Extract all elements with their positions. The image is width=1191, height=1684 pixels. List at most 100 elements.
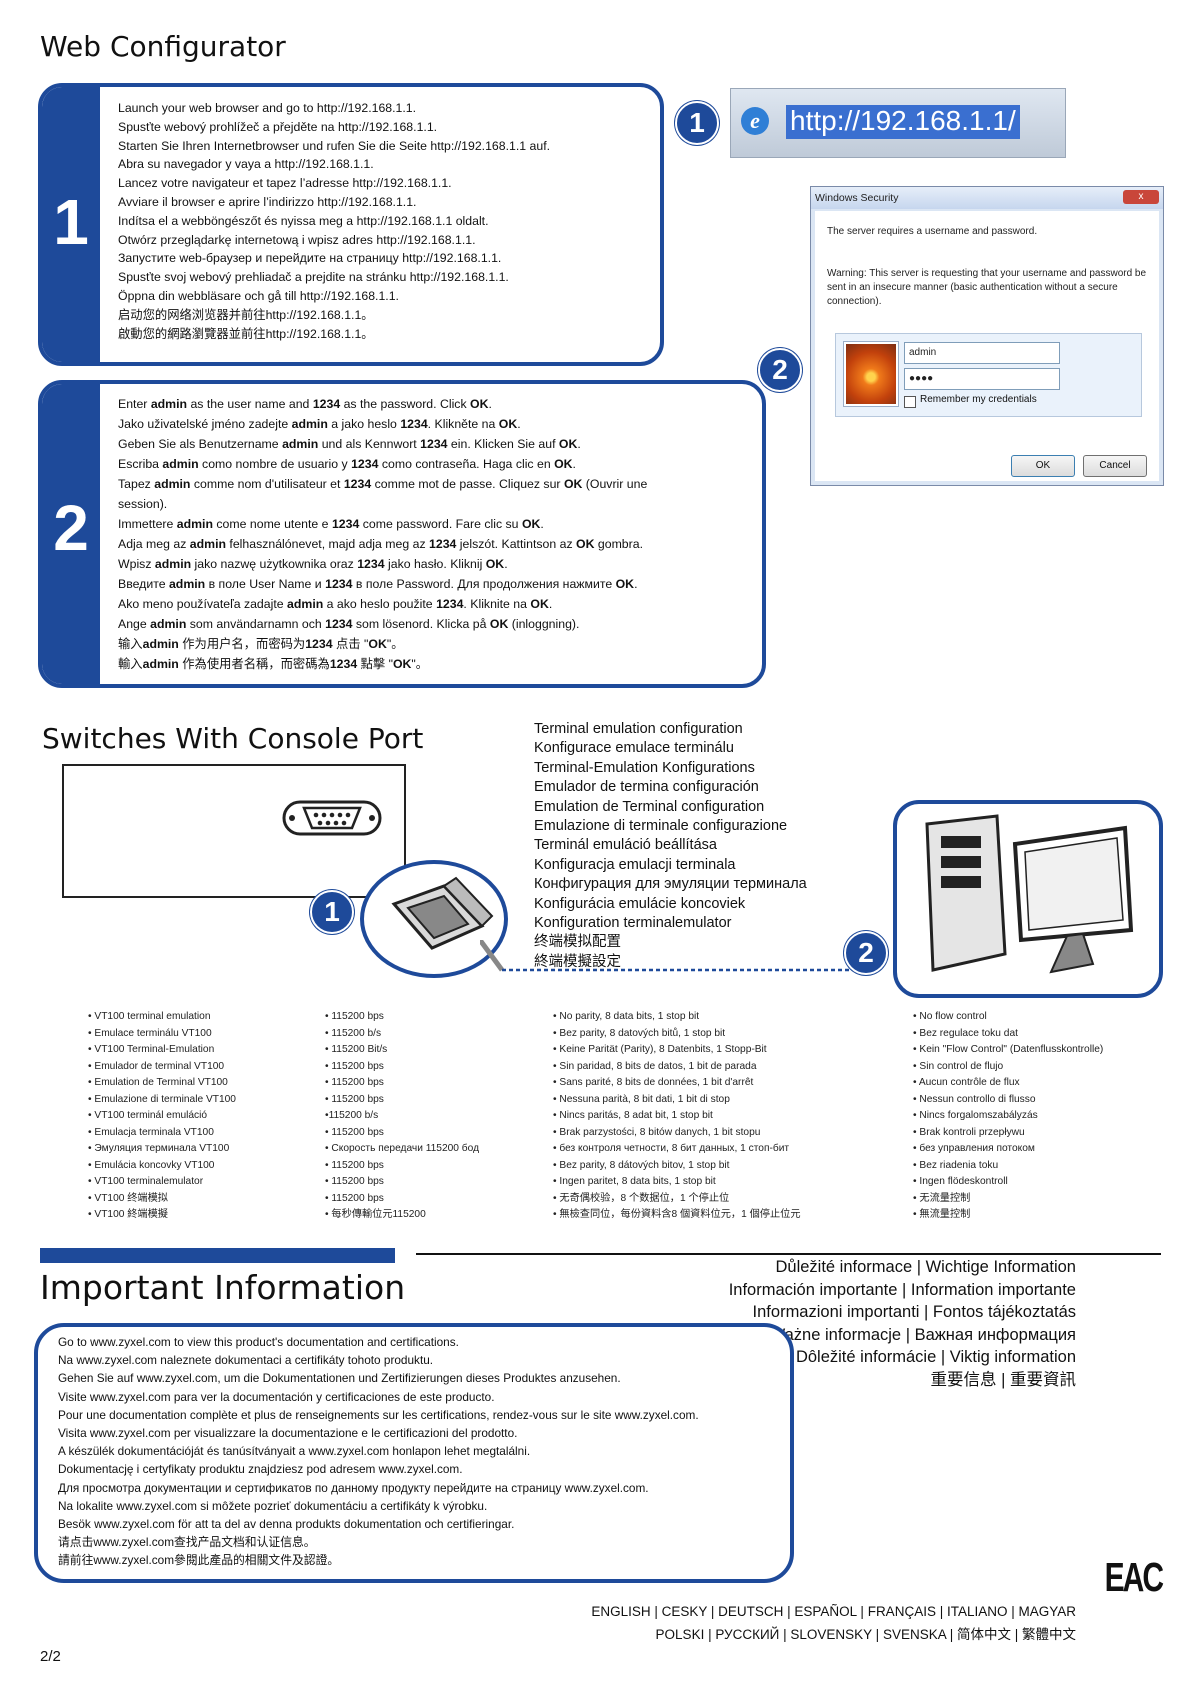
settings-col-emulation: • VT100 terminal emulation• Emulace term… (88, 1009, 236, 1224)
step2-bold-term: admin (287, 597, 324, 611)
important-accent-bar (40, 1248, 395, 1263)
step2-text-segment: Ange (118, 617, 151, 631)
settings-item: • 无流量控制 (913, 1192, 971, 1204)
settings-item: • Emulation de Terminal VT100 (88, 1077, 228, 1088)
step1-line: Launch your web browser and go to http:/… (118, 101, 417, 115)
step2-bold-term: OK (498, 417, 518, 431)
ok-button[interactable]: OK (1011, 455, 1075, 477)
step2-bold-term: admin (176, 517, 213, 531)
step2-bold-term: OK (521, 517, 541, 531)
dialog-badge: 2 (758, 348, 802, 392)
password-field[interactable]: ●●●● (904, 368, 1060, 390)
important-line: 请点击www.zyxel.com查找产品文档和认证信息。 (58, 1535, 316, 1550)
step2-text-segment: und als Kennwort (318, 437, 421, 451)
step1-line: Öppna din webbläsare och gå till http://… (118, 288, 399, 303)
settings-item: • Эмуляция терминала VT100 (88, 1143, 230, 1154)
settings-col-speed: • 115200 bps• 115200 b/s• 115200 Bit/s• … (325, 1009, 479, 1224)
close-icon[interactable]: x (1123, 190, 1159, 204)
settings-col-flow: • No flow control• Bez regulace toku dat… (913, 1009, 1103, 1224)
settings-item: • Nessun controllo di flusso (913, 1093, 1036, 1105)
step2-bold-term: admin (291, 417, 328, 431)
important-language-row: Dôležité informácie | Viktig information (729, 1346, 1076, 1369)
important-language-list: Důležité informace | Wichtige Informatio… (729, 1256, 1076, 1391)
important-line: Pour une documentation complète et plus … (58, 1407, 699, 1422)
settings-item: • VT100 终端模拟 (88, 1192, 168, 1204)
important-line: Go to www.zyxel.com to view this product… (58, 1335, 459, 1349)
terminal-config-line: Terminal emulation configuration (534, 721, 743, 737)
terminal-config-line: Terminal-Emulation Konfigurations (534, 759, 755, 776)
windows-security-dialog: Windows Security x The server requires a… (810, 186, 1164, 486)
important-line: Gehen Sie auf www.zyxel.com, um die Doku… (58, 1371, 621, 1386)
separator: | (897, 1280, 911, 1299)
console-badge-2: 2 (844, 931, 888, 975)
step2-bold-term: OK (554, 457, 573, 471)
important-rule (416, 1253, 1161, 1255)
settings-item: • 115200 b/s (325, 1027, 382, 1039)
settings-item: • без контроля четности, 8 бит данных, 1… (553, 1143, 790, 1154)
dialog-body: The server requires a username and passw… (815, 211, 1159, 481)
step1-line: 啟動您的網路瀏覽器並前往http://192.168.1.1。 (118, 326, 374, 341)
step2-bold-term: admin (142, 657, 179, 671)
settings-item: • Скорость передачи 115200 бод (325, 1143, 480, 1154)
step2-line: Ange admin som användarnamn och 1234 som… (118, 614, 647, 634)
important-language-label: Fontos tájékoztatás (932, 1303, 1076, 1321)
settings-item: • Emulador de terminal VT100 (88, 1060, 225, 1072)
settings-col-parity: • No parity, 8 data bits, 1 stop bit• Be… (553, 1009, 801, 1224)
step2-bold-term: OK (485, 557, 505, 571)
step2-text-segment: . (504, 557, 508, 571)
step2-bold-term: admin (154, 557, 192, 571)
step2-text-segment: a jako heslo (327, 417, 401, 431)
step2-text-segment: . (634, 577, 638, 591)
terminal-config-line: Emulation de Terminal configuration (534, 798, 765, 815)
step2-bold-term: 1234 (325, 577, 353, 591)
important-language-label: Důležité informace (775, 1258, 913, 1276)
step2-text-segment: felhasználónevet, majd adja meg az (226, 537, 430, 551)
step2-bold-term: 1234 (357, 557, 385, 571)
separator: | (912, 1258, 926, 1276)
cancel-button[interactable]: Cancel (1083, 455, 1147, 477)
step2-text-segment: . (577, 437, 581, 451)
username-field[interactable]: admin (904, 342, 1060, 364)
settings-item: • 無流量控制 (913, 1209, 971, 1220)
settings-item: • Sin control de flujo (913, 1060, 1004, 1072)
settings-item: • 115200 bps (325, 1093, 384, 1105)
step1-number: 1 (53, 186, 89, 258)
step2-text-segment: Enter (118, 397, 151, 411)
step2-text-segment: . Kliknite na (463, 597, 531, 611)
terminal-config-line: 终端模拟配置 (534, 934, 621, 951)
settings-item: • 每秒傳輸位元115200 (325, 1209, 426, 1220)
settings-item: • Emulacja terminala VT100 (88, 1126, 214, 1138)
remember-checkbox[interactable] (904, 396, 916, 408)
step2-text-segment: Geben Sie als Benutzername (118, 437, 283, 451)
important-language-label: Dôležité informácie (795, 1348, 937, 1366)
step2-bold-term: OK (530, 597, 549, 611)
settings-item: • 115200 bps (325, 1192, 384, 1204)
step2-line: session). (118, 494, 647, 514)
important-language-label: Viktig information (949, 1348, 1076, 1366)
separator: | (919, 1303, 933, 1321)
step1-line: Indítsa el a webböngészőt és nyissa meg … (118, 213, 489, 228)
step2-line: Adja meg az admin felhasználónevet, majd… (118, 534, 647, 554)
step2-line: Immettere admin come nome utente e 1234 … (118, 514, 647, 534)
step2-text-segment: come password. Fare clic su (359, 517, 522, 531)
settings-item: • Kein "Flow Control" (Datenflusskontrol… (913, 1044, 1104, 1055)
connector-callout (360, 860, 508, 978)
url-field[interactable]: http://192.168.1.1/ (786, 105, 1020, 139)
step2-bold-term: 1234 (420, 437, 448, 451)
step2-line: Wpisz admin jako nazwę użytkownika oraz … (118, 554, 647, 574)
step1-line: 启动您的网络浏览器并前往http://192.168.1.1。 (118, 307, 374, 322)
step2-bold-term: OK (392, 657, 412, 671)
step2-text-segment: comme mot de passe. Cliquez sur (371, 477, 564, 491)
browser-badge: 1 (675, 101, 719, 145)
step2-text-segment: session). (118, 497, 168, 511)
important-line: 請前往www.zyxel.com參閱此產品的相關文件及認證。 (58, 1553, 340, 1568)
settings-item: • Sans parité, 8 bits de données, 1 bit … (553, 1077, 754, 1088)
settings-item: • 115200 bps (325, 1176, 384, 1187)
step2-text-segment: 點擊 " (357, 657, 393, 671)
important-line: Visita www.zyxel.com per visualizzare la… (58, 1426, 518, 1441)
step2-tab (42, 384, 100, 684)
step2-text-segment: . (517, 417, 521, 431)
step2-text-segment: 输入 (118, 637, 143, 651)
step2-text-segment: 点击 " (332, 637, 369, 651)
terminal-config-line: 終端模擬設定 (534, 953, 621, 970)
